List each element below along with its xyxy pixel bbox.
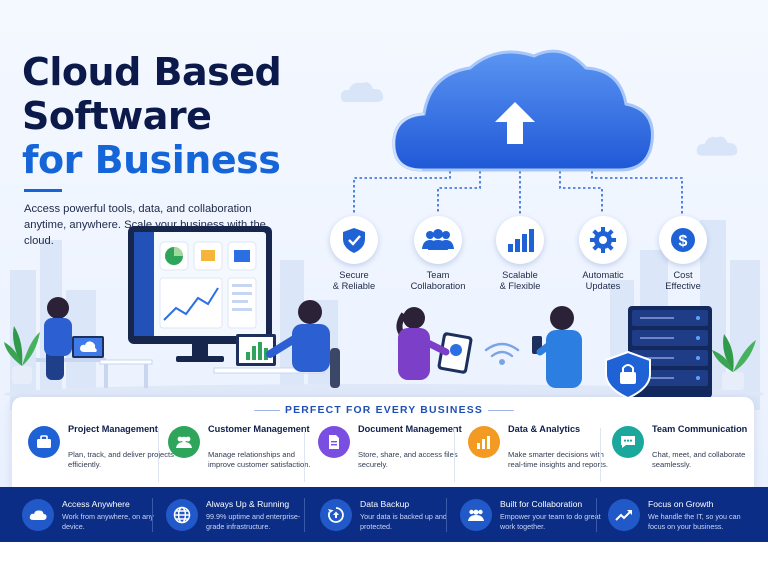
card-description: Make smarter decisions with real-time in…	[508, 450, 609, 469]
feature-scalable: Scalable& Flexible	[477, 216, 563, 292]
card-title: Project Management	[68, 424, 158, 434]
page-title: Cloud Based Software for Business	[22, 50, 282, 182]
feature-secure: Secure& Reliable	[311, 216, 397, 292]
gear-icon	[579, 216, 627, 264]
svg-text:$: $	[679, 233, 688, 250]
title-underline	[24, 189, 62, 192]
card-description: Manage relationships and improve custome…	[208, 450, 311, 469]
divider	[454, 428, 455, 482]
divider	[600, 428, 601, 482]
benefits-bar	[0, 487, 768, 542]
benefit-title: Built for Collaboration	[500, 499, 583, 509]
globe-icon	[166, 499, 198, 531]
plant-right	[712, 334, 756, 390]
benefit-data-backup: Data Backup Your data is backed up and p…	[320, 495, 470, 535]
card-description: Chat, meet, and collaborate seamlessly.	[652, 450, 746, 469]
feature-label: Automatic	[582, 270, 624, 280]
card-document-management: Document Management Store, share, and ac…	[318, 424, 464, 486]
office-scene-illustration	[4, 226, 764, 400]
small-cloud-right	[696, 136, 738, 156]
card-title: Document Management	[358, 424, 462, 434]
benefit-title: Access Anywhere	[62, 499, 130, 509]
small-cloud-left	[340, 82, 384, 102]
cloud-icon	[22, 499, 54, 531]
benefit-title: Focus on Growth	[648, 499, 714, 509]
card-description: Store, share, and access files securely.	[358, 450, 458, 469]
bar-chart-icon	[496, 216, 544, 264]
person-woman-tablet	[396, 307, 473, 380]
document-icon	[318, 426, 350, 458]
feature-label: Scalable	[502, 270, 538, 280]
card-title: Customer Management	[208, 424, 310, 434]
card-title: Data & Analytics	[508, 424, 581, 434]
person-man-phone	[532, 306, 582, 388]
heading-rule-right	[488, 410, 514, 411]
card-title: Team Communication	[652, 424, 748, 434]
divider	[304, 498, 305, 532]
plant-left	[4, 326, 40, 384]
analytics-icon	[468, 426, 500, 458]
benefit-access-anywhere: Access Anywhere Work from anywhere, on a…	[22, 495, 172, 535]
benefit-collaboration: Built for Collaboration Empower your tea…	[460, 495, 610, 535]
benefit-description: We handle the IT, so you can focus on yo…	[648, 512, 741, 531]
briefcase-icon	[28, 426, 60, 458]
team-icon	[460, 499, 492, 531]
wifi-icon	[484, 342, 520, 365]
divider	[152, 498, 153, 532]
feature-label: Cost	[673, 270, 693, 280]
divider	[596, 498, 597, 532]
person-man-laptop	[213, 300, 340, 388]
shield-check-icon	[330, 216, 378, 264]
dollar-icon: $	[659, 216, 707, 264]
monitor-dashboard	[128, 226, 272, 362]
heading-rule-left	[254, 410, 280, 411]
benefit-description: Your data is backed up and protected.	[360, 512, 447, 531]
card-team-communication: Team Communication Chat, meet, and colla…	[612, 424, 758, 486]
card-project-management: Project Management Plan, track, and deli…	[28, 424, 174, 486]
divider	[446, 498, 447, 532]
benefit-description: Work from anywhere, on any device.	[62, 512, 154, 531]
bottom-margin	[0, 542, 768, 576]
benefit-description: 99.9% uptime and enterprise-grade infras…	[206, 512, 301, 531]
backup-icon	[320, 499, 352, 531]
team-icon	[414, 216, 462, 264]
benefit-focus-growth: Focus on Growth We handle the IT, so you…	[608, 495, 758, 535]
growth-icon	[608, 499, 640, 531]
panel-heading: PERFECT FOR EVERY BUSINESS	[284, 405, 484, 416]
chat-icon	[612, 426, 644, 458]
upload-arrow-icon	[495, 102, 535, 144]
card-customer-management: Customer Management Manage relationships…	[168, 424, 314, 486]
benefit-always-up: Always Up & Running 99.9% uptime and ent…	[166, 495, 316, 535]
divider	[158, 428, 159, 482]
feature-label: Team	[426, 270, 450, 280]
benefit-title: Data Backup	[360, 499, 410, 509]
people-icon	[168, 426, 200, 458]
feature-label: Secure	[339, 270, 369, 280]
divider	[304, 428, 305, 482]
benefit-description: Empower your team to do great work toget…	[500, 512, 601, 531]
person-woman-laptop	[36, 297, 153, 388]
benefit-title: Always Up & Running	[206, 499, 290, 509]
card-description: Plan, track, and deliver projects effici…	[68, 450, 174, 469]
card-data-analytics: Data & Analytics Make smarter decisions …	[468, 424, 614, 486]
